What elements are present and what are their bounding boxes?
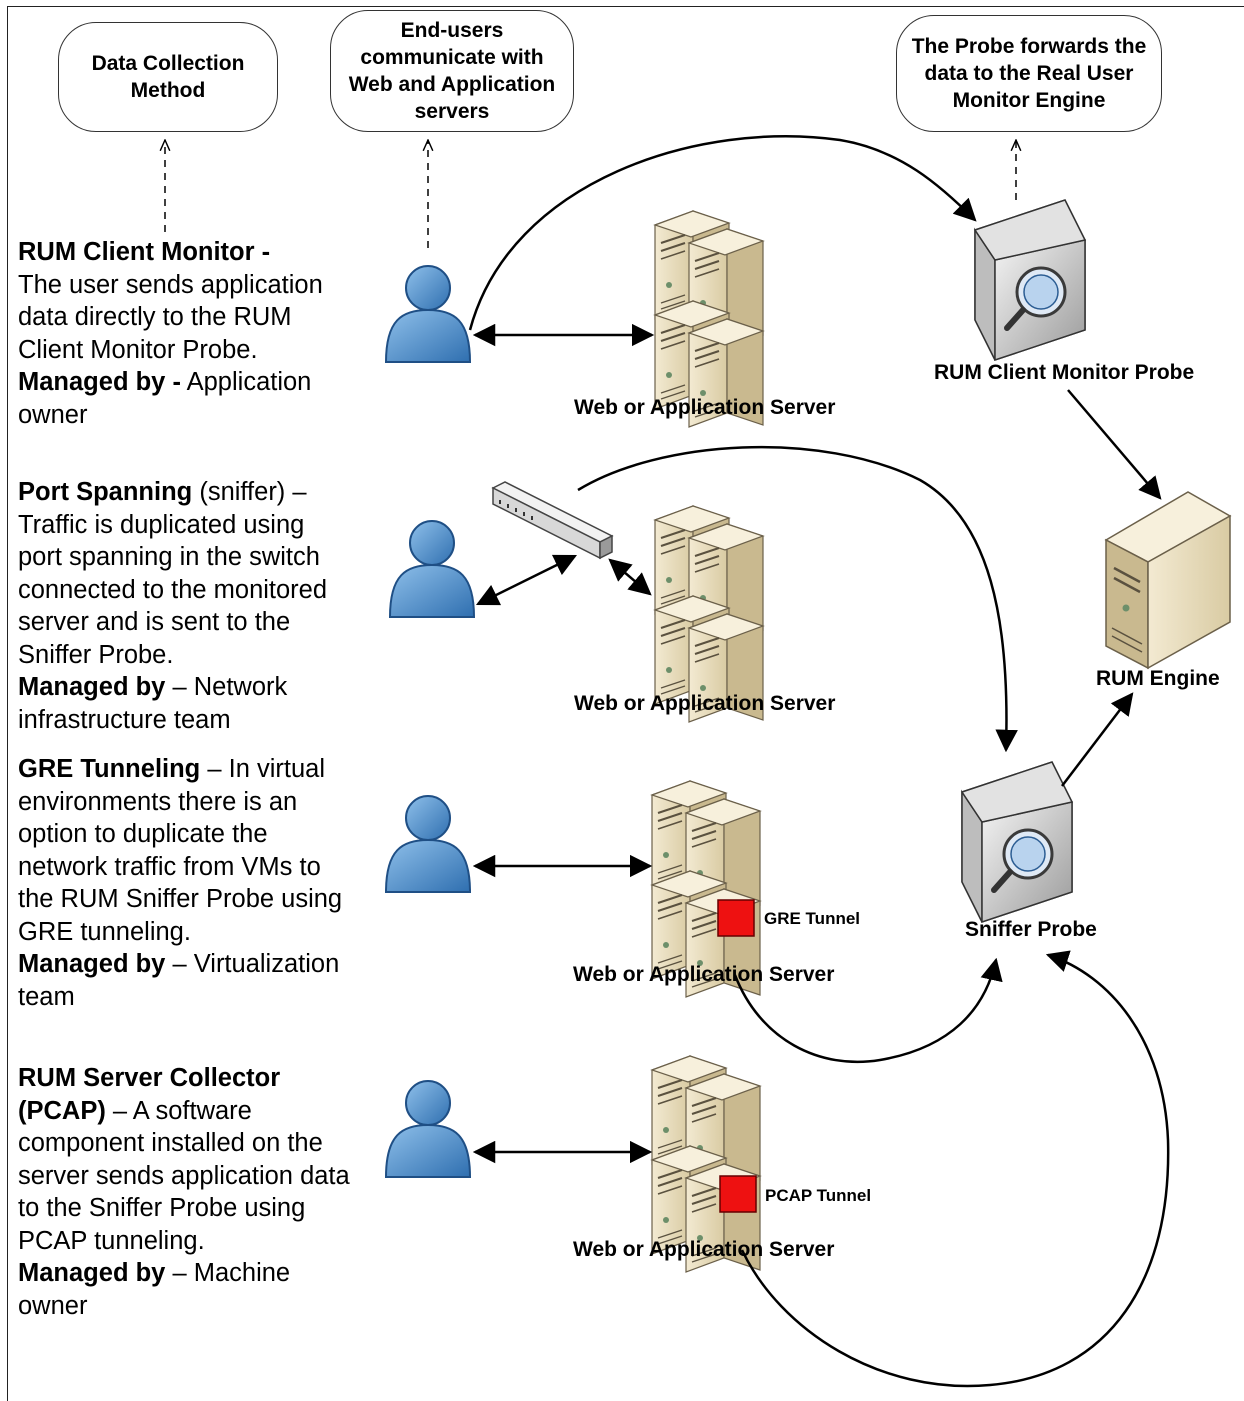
method-title-suffix: (sniffer) – <box>192 478 307 506</box>
method-title: RUM Client Monitor - <box>18 238 271 266</box>
method-title: Port Spanning <box>18 478 193 506</box>
gre-tunnel-icon <box>717 899 755 937</box>
method-body: Traffic is duplicated using port spannin… <box>18 510 328 669</box>
method-gre-tunneling: GRE Tunneling – In virtual environments … <box>18 753 353 1013</box>
sniffer-probe-icon <box>962 762 1072 922</box>
client-probe-icon <box>975 200 1085 360</box>
link-gre-sniffer <box>733 957 1003 1064</box>
server-icon-1 <box>655 211 763 427</box>
link-pcap-sniffer <box>740 950 1170 1388</box>
diagram-frame <box>7 6 1244 1401</box>
server-label-3: Web or Application Server <box>573 963 835 986</box>
method-body: The user sends application data directly… <box>18 270 323 364</box>
pcap-tunnel-label: PCAP Tunnel <box>765 1186 872 1205</box>
pcap-tunnel-icon <box>719 1175 757 1213</box>
user-icon-span <box>389 520 475 618</box>
user-icon-client <box>385 265 471 363</box>
user-icon-gre <box>385 795 471 893</box>
client-probe-label: RUM Client Monitor Probe <box>934 361 1195 384</box>
method-port-spanning: Port Spanning (sniffer) – Traffic is dup… <box>18 476 353 736</box>
managed-label: Managed by <box>18 673 166 701</box>
managed-value: – Machine owner <box>18 1259 291 1320</box>
rum-engine-icon <box>1104 491 1232 670</box>
user-icon-pcap <box>385 1080 471 1178</box>
managed-value: – Virtualization team <box>18 950 340 1011</box>
method-title-suffix: – A software component installed on the … <box>18 1096 350 1255</box>
method-server-collector: RUM Server Collector (PCAP) – A software… <box>18 1062 353 1322</box>
managed-value: – Network infrastructure team <box>18 673 288 734</box>
managed-label: Managed by <box>18 950 166 978</box>
callout-end-users: End-users communicate with Web and Appli… <box>330 10 574 132</box>
managed-label: Managed by <box>18 1259 166 1287</box>
callout-probe-forwards: The Probe forwards the data to the Real … <box>896 15 1162 132</box>
link-switch-server2 <box>608 558 652 596</box>
method-title-suffix: – In virtual environments there is an op… <box>18 755 343 946</box>
link-user2-switch <box>475 554 578 606</box>
server-label-1: Web or Application Server <box>574 396 836 419</box>
sniffer-probe-label: Sniffer Probe <box>965 918 1097 941</box>
managed-value: Application owner <box>18 368 312 429</box>
link-sniffer-engine <box>1061 692 1134 787</box>
link-user1-client-probe <box>468 135 977 331</box>
method-title: GRE Tunneling <box>18 755 201 783</box>
callout-method: Data Collection Method <box>58 22 278 132</box>
server-label-2: Web or Application Server <box>574 692 836 715</box>
link-client-probe-engine <box>1067 389 1162 500</box>
engine-label: RUM Engine <box>1096 667 1220 690</box>
link-switch-sniffer <box>577 445 1018 753</box>
method-client-monitor: RUM Client Monitor - The user sends appl… <box>18 236 353 431</box>
method-title: RUM Server Collector (PCAP) <box>18 1064 281 1125</box>
server-label-4: Web or Application Server <box>573 1238 835 1261</box>
server-icon-2 <box>655 506 763 722</box>
managed-label: Managed by - <box>18 368 181 396</box>
switch-icon <box>491 481 614 560</box>
gre-tunnel-label: GRE Tunnel <box>764 909 861 928</box>
